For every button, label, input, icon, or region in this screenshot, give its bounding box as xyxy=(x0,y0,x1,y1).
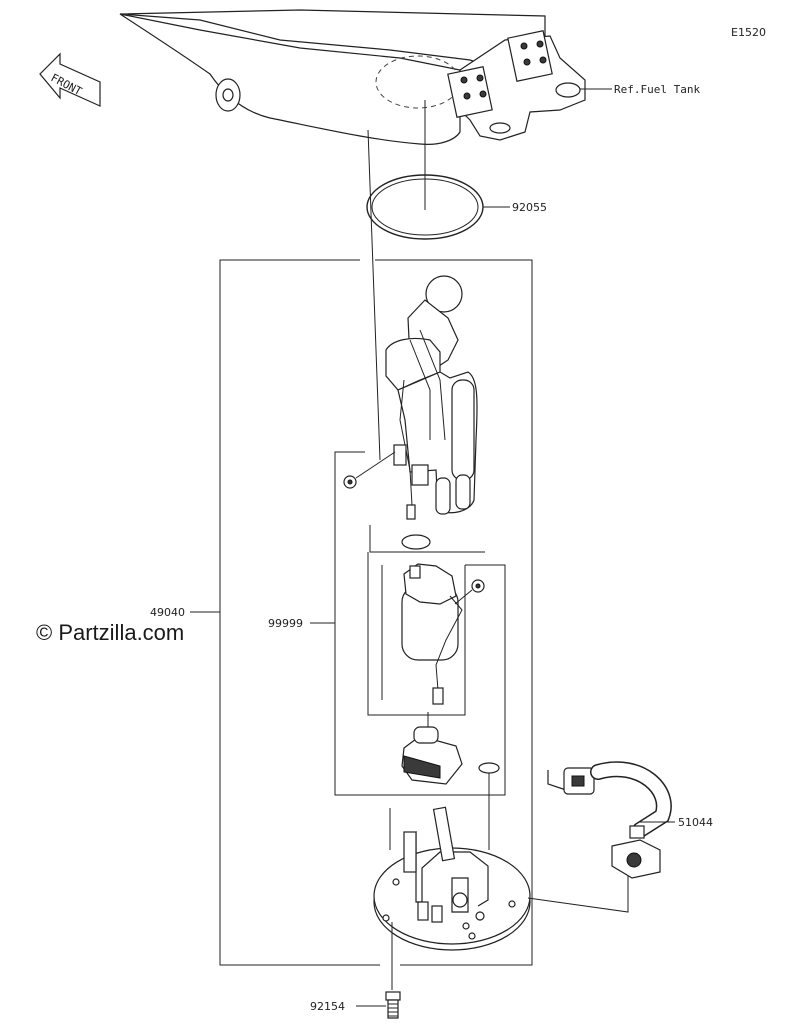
pump-strainer xyxy=(401,726,463,785)
label-92055: 92055 xyxy=(512,201,547,214)
pump-flange-plate xyxy=(373,806,531,951)
fuel-hose-51044 xyxy=(547,761,672,879)
front-arrow-icon: FRONT xyxy=(39,52,101,107)
fuel-tank-reference xyxy=(119,9,586,145)
bolt-92154 xyxy=(385,991,401,1019)
pump-upper-housing xyxy=(385,275,478,520)
label-51044: 51044 xyxy=(678,816,713,829)
diagram-code: E1520 xyxy=(731,26,766,39)
hex-nut-pump xyxy=(471,579,485,593)
pump-o-ring-upper xyxy=(401,534,431,550)
pump-o-ring-lower xyxy=(478,762,500,774)
label-99999: 99999 xyxy=(268,617,303,630)
fuel-pump-motor xyxy=(401,563,463,705)
label-ref-fuel-tank: Ref.Fuel Tank xyxy=(614,83,700,96)
label-49040: 49040 xyxy=(150,606,185,619)
partzilla-watermark: © Partzilla.com xyxy=(36,620,184,645)
hex-nut-small xyxy=(343,475,357,489)
label-92154: 92154 xyxy=(310,1000,345,1013)
